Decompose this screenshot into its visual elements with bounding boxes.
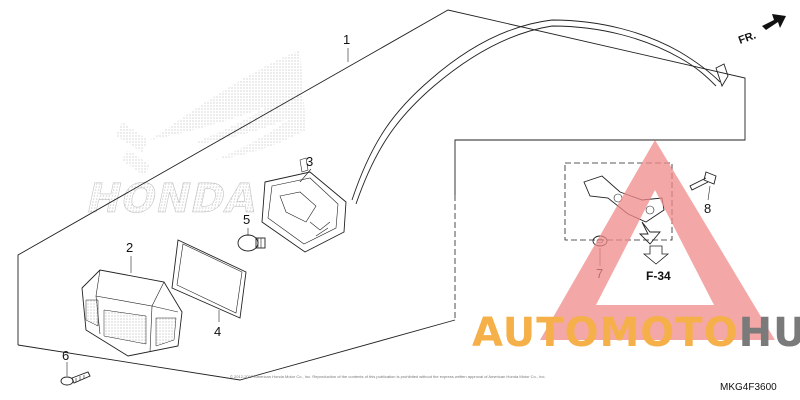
watermark-word-orange: AUTOMOTO — [472, 310, 739, 356]
reference-label: F-34 — [646, 269, 671, 283]
wiring-harness — [351, 19, 729, 205]
bulb — [237, 234, 266, 252]
callout-4: 4 — [214, 324, 221, 339]
callout-5: 5 — [243, 212, 250, 227]
diagram-code: MKG4F3600 — [720, 382, 777, 393]
callout-6: 6 — [62, 348, 69, 363]
callout-2: 2 — [126, 240, 133, 255]
callout-3: 3 — [306, 154, 313, 169]
front-direction-indicator: FR. — [737, 14, 786, 47]
arrow-right-icon — [762, 14, 786, 30]
callout-1: 1 — [343, 32, 350, 47]
direction-label: FR. — [737, 29, 758, 46]
tail-light-base — [261, 157, 347, 253]
leader-lines — [66, 48, 711, 376]
tail-light-lens — [81, 269, 183, 357]
automotohub-watermark: AUTOMOTOHUB — [472, 140, 800, 356]
honda-logo-text: HONDA — [83, 174, 263, 221]
honda-wing-logo-icon — [116, 50, 306, 176]
reference-f34: F-34 — [642, 245, 671, 283]
assembly-boundary — [17, 9, 746, 381]
copyright-notice: © 2012-2017 American Honda Motor Co., In… — [230, 374, 546, 379]
callout-8: 8 — [704, 201, 711, 216]
gasket — [171, 239, 247, 319]
screw — [60, 371, 91, 386]
svg-text:AUTOMOTOHUB: AUTOMOTOHUB — [472, 310, 800, 356]
arrow-down-icon — [642, 245, 670, 265]
watermark-word-gray: HUB — [739, 310, 800, 356]
warning-triangle-icon — [540, 140, 775, 340]
